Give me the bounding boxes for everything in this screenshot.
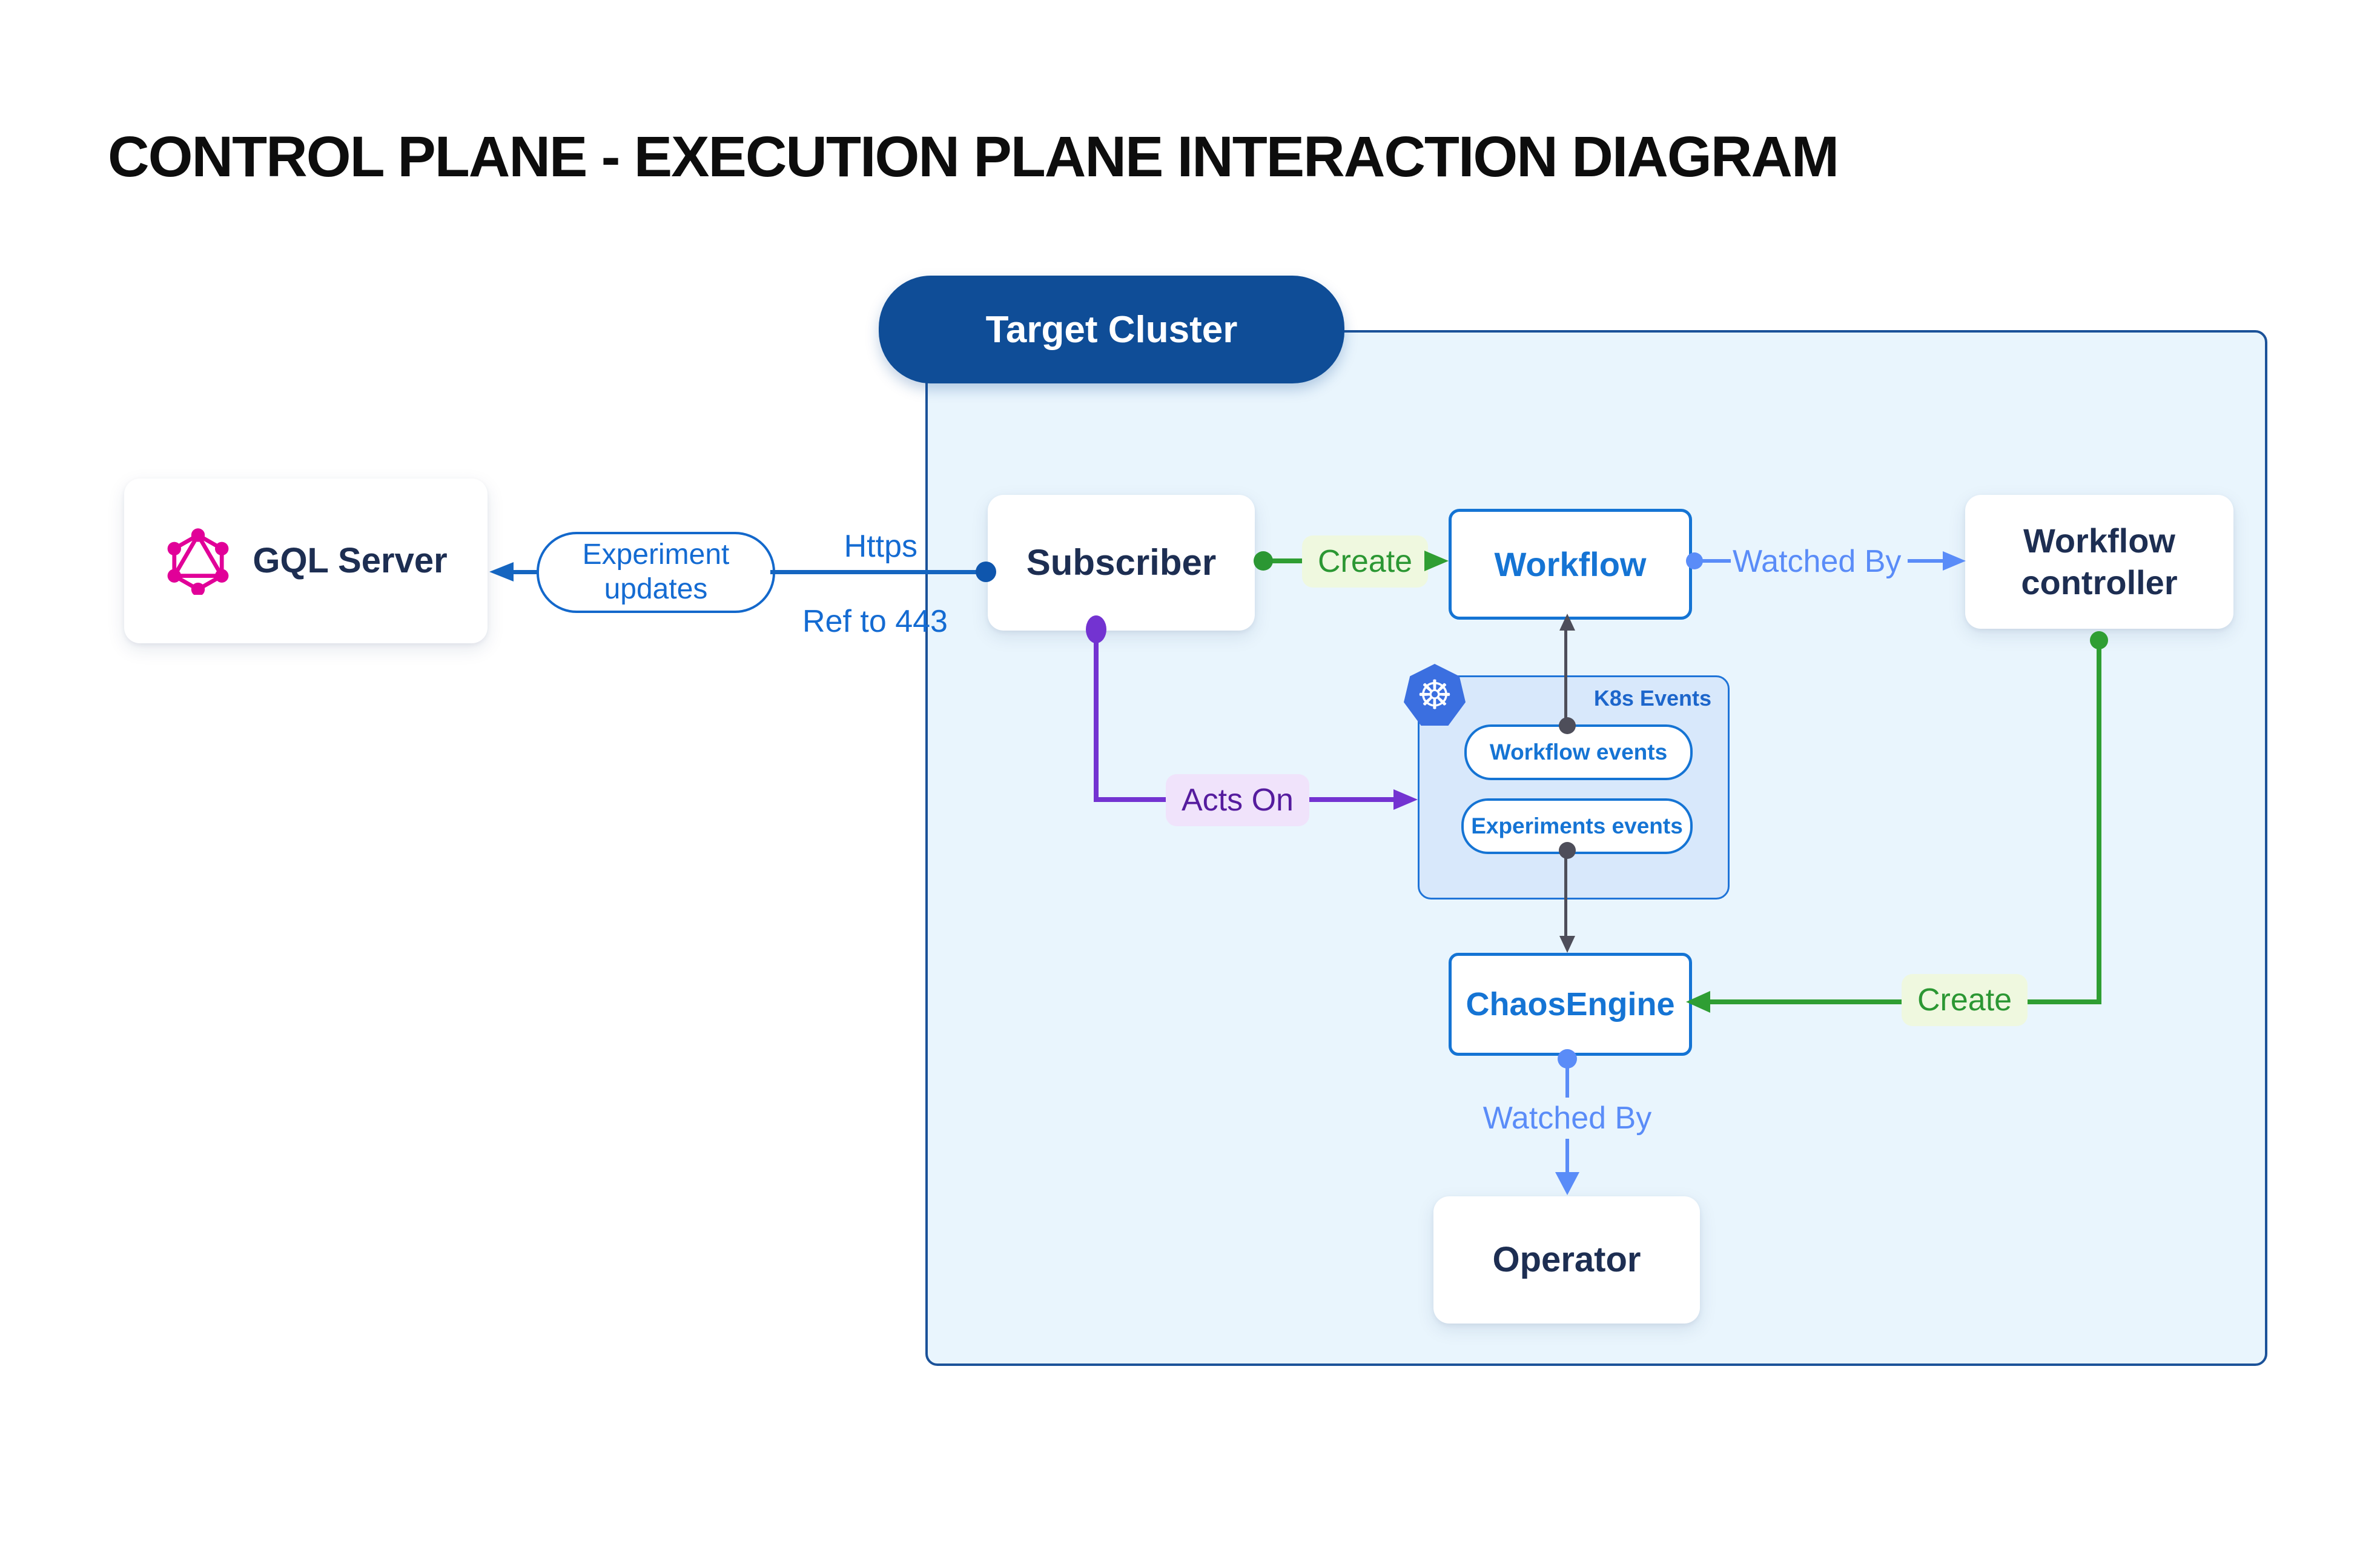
- gray-connector-line-top: [1564, 629, 1567, 724]
- connector-dot-experiments-events: [1559, 842, 1576, 859]
- arrowhead-down-to-chaosengine: [1559, 936, 1575, 953]
- arrowhead-to-workflow: [1424, 551, 1449, 571]
- kubernetes-wheel-glyph: ☸: [1416, 672, 1453, 717]
- acts-on-label: Acts On: [1166, 774, 1309, 826]
- experiments-events-label: Experiments events: [1471, 813, 1683, 838]
- workflow-label: Workflow: [1494, 545, 1647, 583]
- kubernetes-icon: ☸: [1404, 664, 1466, 726]
- connector-dot-subscriber-right: [1254, 551, 1273, 571]
- edge-watched-by-top-line: [1702, 559, 1731, 563]
- arrowhead-to-workflow-controller: [1943, 551, 1966, 571]
- subscriber-label: Subscriber: [1026, 542, 1217, 583]
- arrowhead-to-operator: [1555, 1172, 1579, 1195]
- node-workflow-controller: Workflow controller: [1965, 495, 2233, 629]
- node-subscriber: Subscriber: [988, 495, 1255, 631]
- k8s-events-box: [1418, 675, 1730, 900]
- edge-watched-by-bottom-line: [1565, 1065, 1569, 1098]
- workflow-events-pill: Workflow events: [1464, 724, 1693, 780]
- target-cluster-label: Target Cluster: [985, 308, 1238, 351]
- node-workflow: Workflow: [1449, 509, 1692, 620]
- k8s-events-label: K8s Events: [1593, 686, 1711, 711]
- page-title: CONTROL PLANE - EXECUTION PLANE INTERACT…: [108, 125, 1839, 189]
- watched-by-top-label: Watched By: [1733, 544, 1902, 579]
- arrowhead-to-k8s-events: [1393, 789, 1418, 810]
- node-chaos-engine: ChaosEngine: [1449, 953, 1692, 1056]
- edge-create-chaos-vline: [2097, 642, 2101, 1002]
- experiment-updates-pill: Experiment updates: [537, 532, 775, 613]
- connector-dot-workflow-events: [1559, 717, 1576, 734]
- connector-dot-controller-bottom: [2090, 631, 2108, 649]
- node-gql-server: GQL Server: [124, 479, 488, 643]
- create-workflow-label: Create: [1302, 535, 1429, 588]
- ref-port-label: Ref to 443: [802, 604, 948, 639]
- edge-experiment-updates-line: [512, 570, 540, 574]
- edge-experiment-updates-line: [770, 570, 983, 574]
- arrowhead-up-to-workflow: [1559, 614, 1575, 631]
- connector-dot-chaos-bottom: [1558, 1049, 1577, 1069]
- https-label: Https: [844, 529, 917, 564]
- graphql-icon: [167, 528, 229, 595]
- gray-connector-line-bottom: [1564, 850, 1567, 938]
- connector-dot-subscriber-bottom: [1086, 615, 1106, 643]
- experiment-updates-label: Experiment updates: [582, 538, 730, 605]
- edge-watched-by-top-line: [1908, 559, 1943, 563]
- arrowhead-to-chaosengine: [1686, 991, 1710, 1013]
- connector-dot-workflow-right: [1686, 552, 1703, 569]
- workflow-controller-label: Workflow controller: [2021, 522, 2178, 601]
- gql-server-label: GQL Server: [253, 540, 448, 580]
- watched-by-bottom-label: Watched By: [1483, 1101, 1652, 1136]
- connector-dot-subscriber-left: [976, 562, 996, 582]
- edge-watched-by-bottom-line: [1565, 1139, 1569, 1174]
- chaos-engine-label: ChaosEngine: [1466, 986, 1675, 1022]
- node-operator: Operator: [1433, 1196, 1700, 1324]
- target-cluster-pill: Target Cluster: [879, 276, 1344, 383]
- workflow-events-label: Workflow events: [1489, 740, 1668, 764]
- edge-acts-on-vline: [1094, 635, 1099, 802]
- operator-label: Operator: [1492, 1239, 1641, 1279]
- create-chaos-label: Create: [1902, 974, 2028, 1026]
- experiments-events-pill: Experiments events: [1461, 798, 1693, 854]
- arrowhead-to-gql: [489, 562, 514, 581]
